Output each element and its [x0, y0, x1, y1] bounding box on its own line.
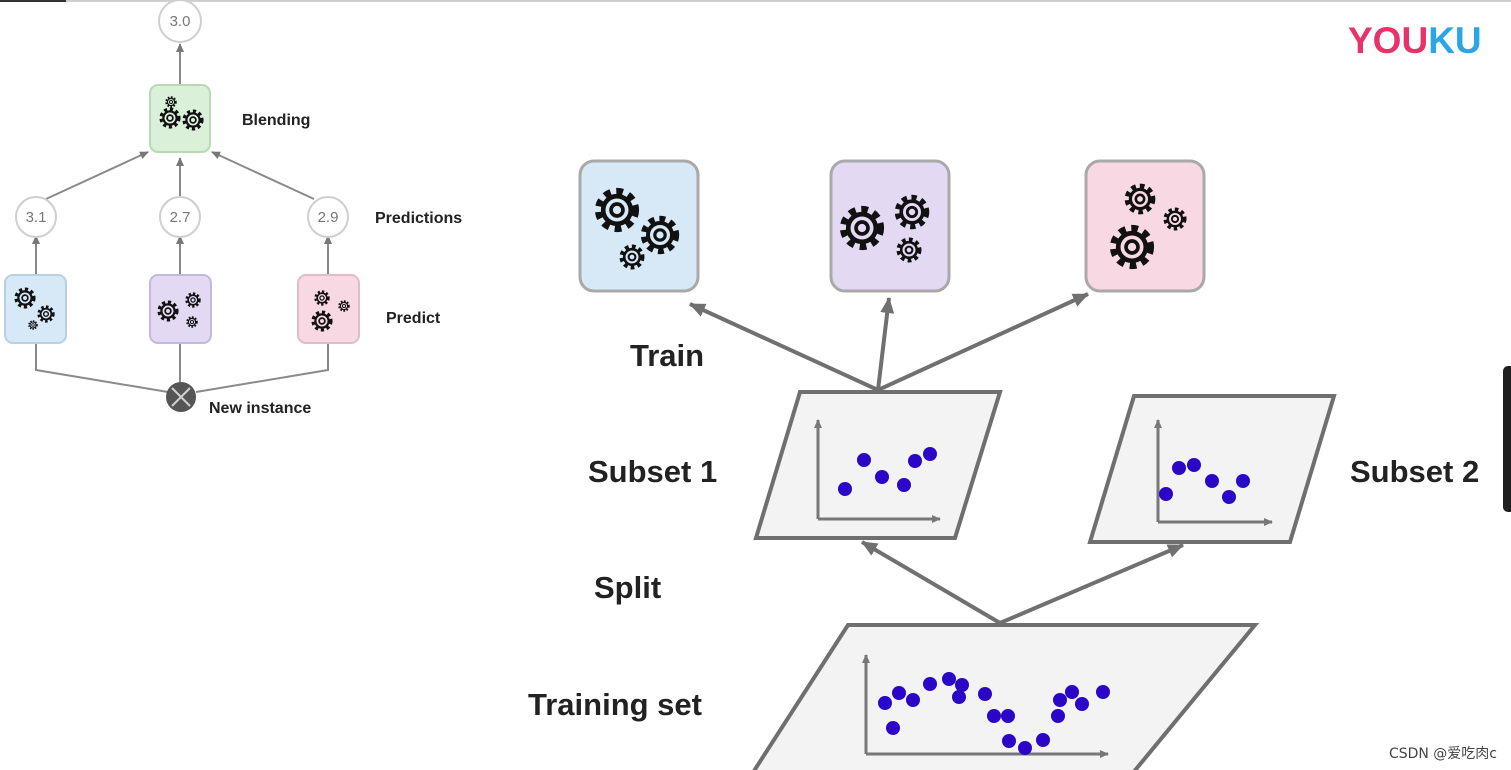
watermark: CSDN @爱吃肉c	[1388, 746, 1497, 762]
new-instance-node	[166, 382, 196, 412]
trained-model-pink	[1084, 159, 1206, 293]
youku-logo: YOUKU	[1348, 20, 1482, 61]
subset-2-points	[1159, 458, 1250, 504]
subset-2-point	[1159, 487, 1173, 501]
predictor-model-purple	[149, 274, 212, 344]
predict-label: Predict	[386, 310, 441, 327]
training-point	[1001, 709, 1015, 723]
subset-2-label: Subset 2	[1350, 454, 1479, 489]
training-point	[906, 693, 920, 707]
training-point	[878, 696, 892, 710]
subset-1-point	[875, 470, 889, 484]
svg-text:2.9: 2.9	[318, 209, 339, 226]
training-point	[942, 672, 956, 686]
subset-1-points	[838, 447, 937, 496]
training-set-points	[878, 672, 1110, 755]
training-point	[1002, 734, 1016, 748]
top-border-accent	[0, 0, 66, 2]
subset-2-panel	[1087, 394, 1337, 544]
prediction-node: 3.1	[15, 196, 57, 238]
training-point	[1018, 741, 1032, 755]
training-point	[952, 690, 966, 704]
subset-2-point	[1187, 458, 1201, 472]
training-point	[1065, 685, 1079, 699]
stacking-connectors	[32, 43, 332, 393]
svg-text:2.7: 2.7	[170, 209, 191, 226]
training-point	[978, 687, 992, 701]
subset-1-label: Subset 1	[588, 454, 717, 489]
subset-2-point	[1172, 461, 1186, 475]
bagging-diagram: Train Subset 1 Subset 2 Split	[528, 159, 1479, 770]
scrollbar[interactable]	[1503, 366, 1511, 512]
prediction-node: 2.7	[159, 196, 201, 238]
predictions-label: Predictions	[375, 210, 462, 227]
training-point	[987, 709, 1001, 723]
new-instance-label: New instance	[209, 400, 311, 417]
subset-1-point	[857, 453, 871, 467]
blending-label: Blending	[242, 112, 310, 129]
training-point	[1036, 733, 1050, 747]
subset-1-point	[838, 482, 852, 496]
stacking-diagram: 3.0 Blending 3.1 2.7 2.9 Predictions	[4, 0, 462, 417]
svg-text:3.1: 3.1	[26, 209, 47, 226]
final-prediction-node: 3.0	[158, 0, 202, 43]
training-point	[886, 721, 900, 735]
final-prediction-value: 3.0	[170, 13, 191, 30]
training-set-label: Training set	[528, 687, 702, 722]
top-border	[0, 0, 1511, 2]
train-arrows	[689, 292, 1089, 392]
subset-1-panel	[753, 390, 1003, 540]
training-point	[1075, 697, 1089, 711]
split-label: Split	[594, 570, 661, 605]
subset-2-point	[1205, 474, 1219, 488]
subset-2-point	[1236, 474, 1250, 488]
trained-model-purple	[829, 159, 951, 293]
predictor-model-pink	[297, 274, 360, 344]
training-point	[1053, 693, 1067, 707]
subset-2-point	[1222, 490, 1236, 504]
prediction-node: 2.9	[307, 196, 349, 238]
predictor-model-blue	[4, 274, 67, 344]
train-label: Train	[630, 338, 704, 373]
subset-1-point	[897, 478, 911, 492]
training-point	[1051, 709, 1065, 723]
subset-1-point	[908, 454, 922, 468]
blender-model	[149, 84, 211, 153]
split-arrows	[860, 540, 1184, 625]
training-point	[1096, 685, 1110, 699]
training-point	[955, 678, 969, 692]
training-set-panel	[752, 623, 1260, 770]
training-point	[923, 677, 937, 691]
training-point	[892, 686, 906, 700]
trained-model-blue	[578, 159, 700, 293]
subset-1-point	[923, 447, 937, 461]
